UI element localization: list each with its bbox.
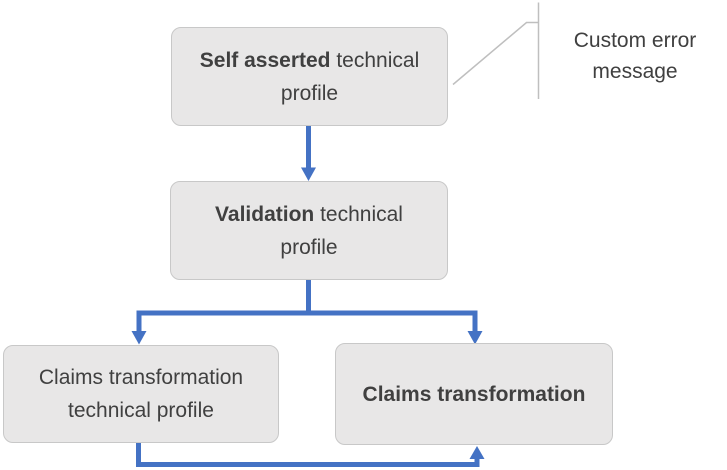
node-label-bold: Validation [215, 202, 315, 226]
callout-custom-error-message: Custom error message [573, 29, 697, 83]
callout-pointer-line [452, 21, 539, 86]
node-validation-technical-profile: Validation technical profile [170, 181, 448, 280]
arrow-up-icon [469, 446, 485, 459]
node-label: Self asserted technical profile [190, 44, 429, 110]
arrow-down-icon [131, 331, 147, 345]
connector-claims-tp-to-claims [136, 443, 480, 467]
node-label-bold: Self asserted [199, 48, 331, 72]
node-label-rest: technical profile [280, 48, 420, 105]
node-label-rest: Claims transformation technical profile [38, 366, 244, 422]
arrow-down-icon [301, 167, 316, 181]
node-claims-transformation-technical-profile: Claims transformation technical profile [3, 345, 279, 443]
node-claims-transformation: Claims transformation [335, 343, 613, 445]
node-label: Claims transformation [363, 378, 586, 411]
node-label-rest: technical profile [280, 202, 403, 259]
node-self-asserted-technical-profile: Self asserted technical profile [171, 27, 448, 126]
node-label: Validation technical profile [189, 198, 429, 264]
connector-validation-branch [136, 310, 478, 332]
node-label-bold: Claims transformation [362, 382, 586, 406]
node-label: Claims transformation technical profile [22, 361, 260, 427]
